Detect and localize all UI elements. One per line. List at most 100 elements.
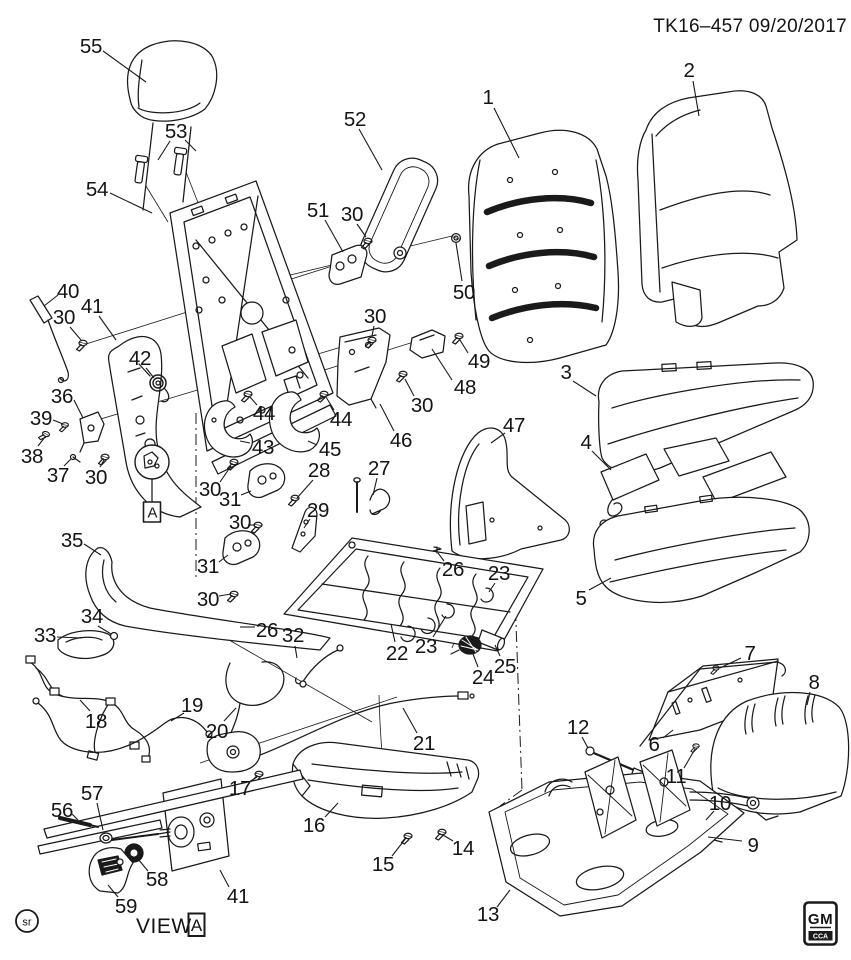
part-callout-18: 18	[85, 710, 107, 733]
leader-line	[219, 465, 232, 483]
leader-line	[719, 657, 742, 669]
leader-line	[404, 378, 415, 397]
leader-line	[294, 645, 298, 659]
leader-line	[97, 625, 112, 635]
gm-logo-text: GM	[808, 911, 833, 928]
leader-line	[83, 543, 102, 556]
part-callout-52: 52	[344, 108, 366, 131]
leader-line	[459, 339, 469, 354]
cushion-cover-drawing	[597, 361, 814, 474]
part-callout-29: 29	[307, 499, 329, 522]
part-callout-8: 8	[808, 671, 819, 694]
leader-line	[493, 107, 520, 159]
strap-drawing	[29, 295, 70, 384]
part-callout-6: 6	[648, 733, 659, 756]
part-callout-26: 26	[256, 619, 278, 642]
leader-line	[707, 836, 743, 842]
heater-pad-drawing	[599, 437, 787, 529]
wire-form-drawing	[369, 488, 391, 516]
leader-line	[240, 490, 252, 496]
leader-line	[588, 577, 612, 591]
leader-line	[572, 380, 597, 397]
gm-logo: GM CCA	[803, 901, 838, 946]
part-callout-30: 30	[411, 394, 433, 417]
leader-line	[472, 653, 479, 668]
part-callout-30: 30	[199, 478, 221, 501]
base-frame-drawing	[488, 749, 760, 917]
leader-line	[455, 242, 463, 282]
hook-guide-drawing	[203, 375, 320, 458]
leader-line	[219, 869, 230, 888]
leader-line	[303, 518, 311, 529]
part-callout-1: 1	[482, 86, 493, 109]
part-callout-20: 20	[206, 720, 228, 743]
leader-line	[52, 419, 64, 425]
part-callout-12: 12	[567, 716, 589, 739]
leader-line	[239, 440, 251, 444]
part-callout-23: 23	[488, 562, 510, 585]
leader-line	[402, 707, 418, 734]
view-letter-box	[187, 912, 206, 937]
leader-line	[432, 615, 447, 638]
leader-line	[692, 80, 700, 117]
part-callout-24: 24	[472, 666, 494, 689]
gm-logo-bar	[808, 931, 833, 941]
headrest-drawing	[126, 40, 218, 211]
under-shield-drawing	[291, 741, 480, 819]
part-callout-50: 50	[453, 281, 475, 304]
gm-logo-border	[803, 901, 838, 946]
leader-line	[145, 367, 155, 379]
part-callout-59: 59	[115, 895, 137, 918]
leader-line	[683, 748, 696, 769]
leader-line	[71, 813, 79, 821]
leader-line	[496, 889, 511, 908]
view-label: VIEW A	[136, 912, 206, 938]
leader-line	[431, 348, 453, 381]
part-callout-13: 13	[477, 903, 499, 926]
part-callout-27: 27	[368, 457, 390, 480]
leader-line	[218, 554, 229, 563]
view-a-detail-drawing	[37, 769, 304, 894]
leader-line	[391, 837, 407, 857]
part-callout-49: 49	[468, 350, 490, 373]
leader-line	[56, 636, 83, 639]
leader-line	[107, 884, 119, 898]
cable-latch-drawing	[206, 661, 475, 773]
leader-line	[79, 699, 91, 712]
leader-line	[137, 858, 149, 872]
part-callout-16: 16	[303, 814, 325, 837]
leader-line	[249, 396, 258, 406]
part-callout-5: 5	[575, 587, 586, 610]
part-callout-15: 15	[372, 853, 394, 876]
leader-line	[705, 810, 715, 821]
leader-line	[372, 477, 378, 496]
part-callout-30: 30	[341, 203, 363, 226]
leader-line	[99, 459, 105, 468]
leader-line	[96, 802, 104, 831]
part-callout-44: 44	[253, 402, 275, 425]
part-callout-17: 17	[229, 777, 251, 800]
part-callout-30: 30	[364, 305, 386, 328]
cushion-pad-drawing	[592, 494, 810, 604]
part-callout-31: 31	[219, 488, 241, 511]
gm-logo-subtext: CCA	[813, 934, 828, 941]
leader-line	[218, 593, 232, 597]
part-callout-47: 47	[503, 414, 525, 437]
stamp-circle	[15, 909, 39, 933]
part-callout-23: 23	[415, 635, 437, 658]
seatback-cover-drawing	[636, 90, 798, 328]
seatback-pad-drawing	[467, 129, 620, 364]
part-callout-4: 4	[580, 431, 591, 454]
cable-7-drawing	[639, 661, 787, 747]
part-callout-30: 30	[197, 588, 219, 611]
part-callout-32: 32	[282, 624, 304, 647]
part-callout-43: 43	[252, 436, 274, 459]
part-callout-25: 25	[494, 655, 516, 678]
handle-drawing	[57, 630, 115, 660]
part-callout-45: 45	[319, 438, 341, 461]
leader-line	[184, 139, 197, 152]
part-callout-19: 19	[181, 694, 203, 717]
view-letter: A	[191, 916, 203, 935]
detail-marker-box	[142, 501, 162, 523]
